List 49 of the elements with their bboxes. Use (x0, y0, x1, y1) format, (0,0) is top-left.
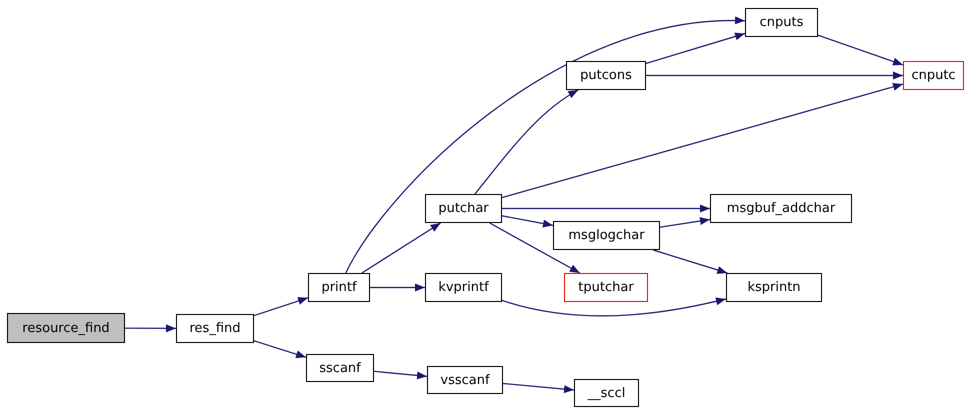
function-name: ksprintn (747, 280, 801, 295)
function-name: putchar (438, 201, 489, 216)
function-name: res_find (189, 321, 240, 336)
function-box (903, 61, 964, 90)
function-box (745, 8, 818, 37)
arrow (254, 296, 308, 316)
arrow (502, 215, 554, 228)
arrow (818, 34, 904, 66)
arrow (345, 17, 746, 274)
function-name: cnputc (911, 68, 956, 83)
function-box (427, 366, 503, 394)
function-box (7, 313, 125, 343)
arrow (474, 89, 579, 194)
arrow (502, 204, 710, 212)
arrow (362, 222, 441, 274)
arrow (125, 324, 176, 332)
arrow (370, 284, 425, 292)
function-name: putcons (580, 68, 632, 83)
function-box (726, 273, 822, 302)
function-name: resource_find (22, 320, 110, 336)
function-name: tputchar (578, 280, 634, 295)
function-name: msglogchar (568, 228, 645, 243)
function-box (425, 194, 502, 223)
arrow (502, 82, 904, 198)
function-box (564, 273, 648, 302)
function-name: vsscanf (440, 372, 490, 388)
function-name: kvprintf (438, 280, 489, 295)
function-name: __sccl (588, 386, 626, 400)
function-box (306, 354, 374, 382)
arrow (489, 222, 580, 274)
function-box (566, 61, 646, 90)
function-box (574, 379, 639, 407)
arrow (660, 216, 710, 228)
arrow (502, 296, 726, 316)
arrow (254, 340, 306, 359)
arrow (646, 32, 746, 64)
function-box (553, 221, 660, 250)
function-name: cnputs (760, 15, 804, 30)
arrow (653, 249, 728, 274)
function-box (176, 314, 254, 343)
function-name: printf (321, 280, 357, 295)
arrow (646, 72, 903, 80)
function-box (425, 273, 502, 302)
function-name: sscanf (319, 360, 361, 376)
arrow (374, 370, 428, 380)
function-name: msgbuf_addchar (726, 201, 836, 216)
function-box (308, 273, 370, 302)
function-box (710, 194, 852, 223)
arrow (502, 382, 574, 394)
